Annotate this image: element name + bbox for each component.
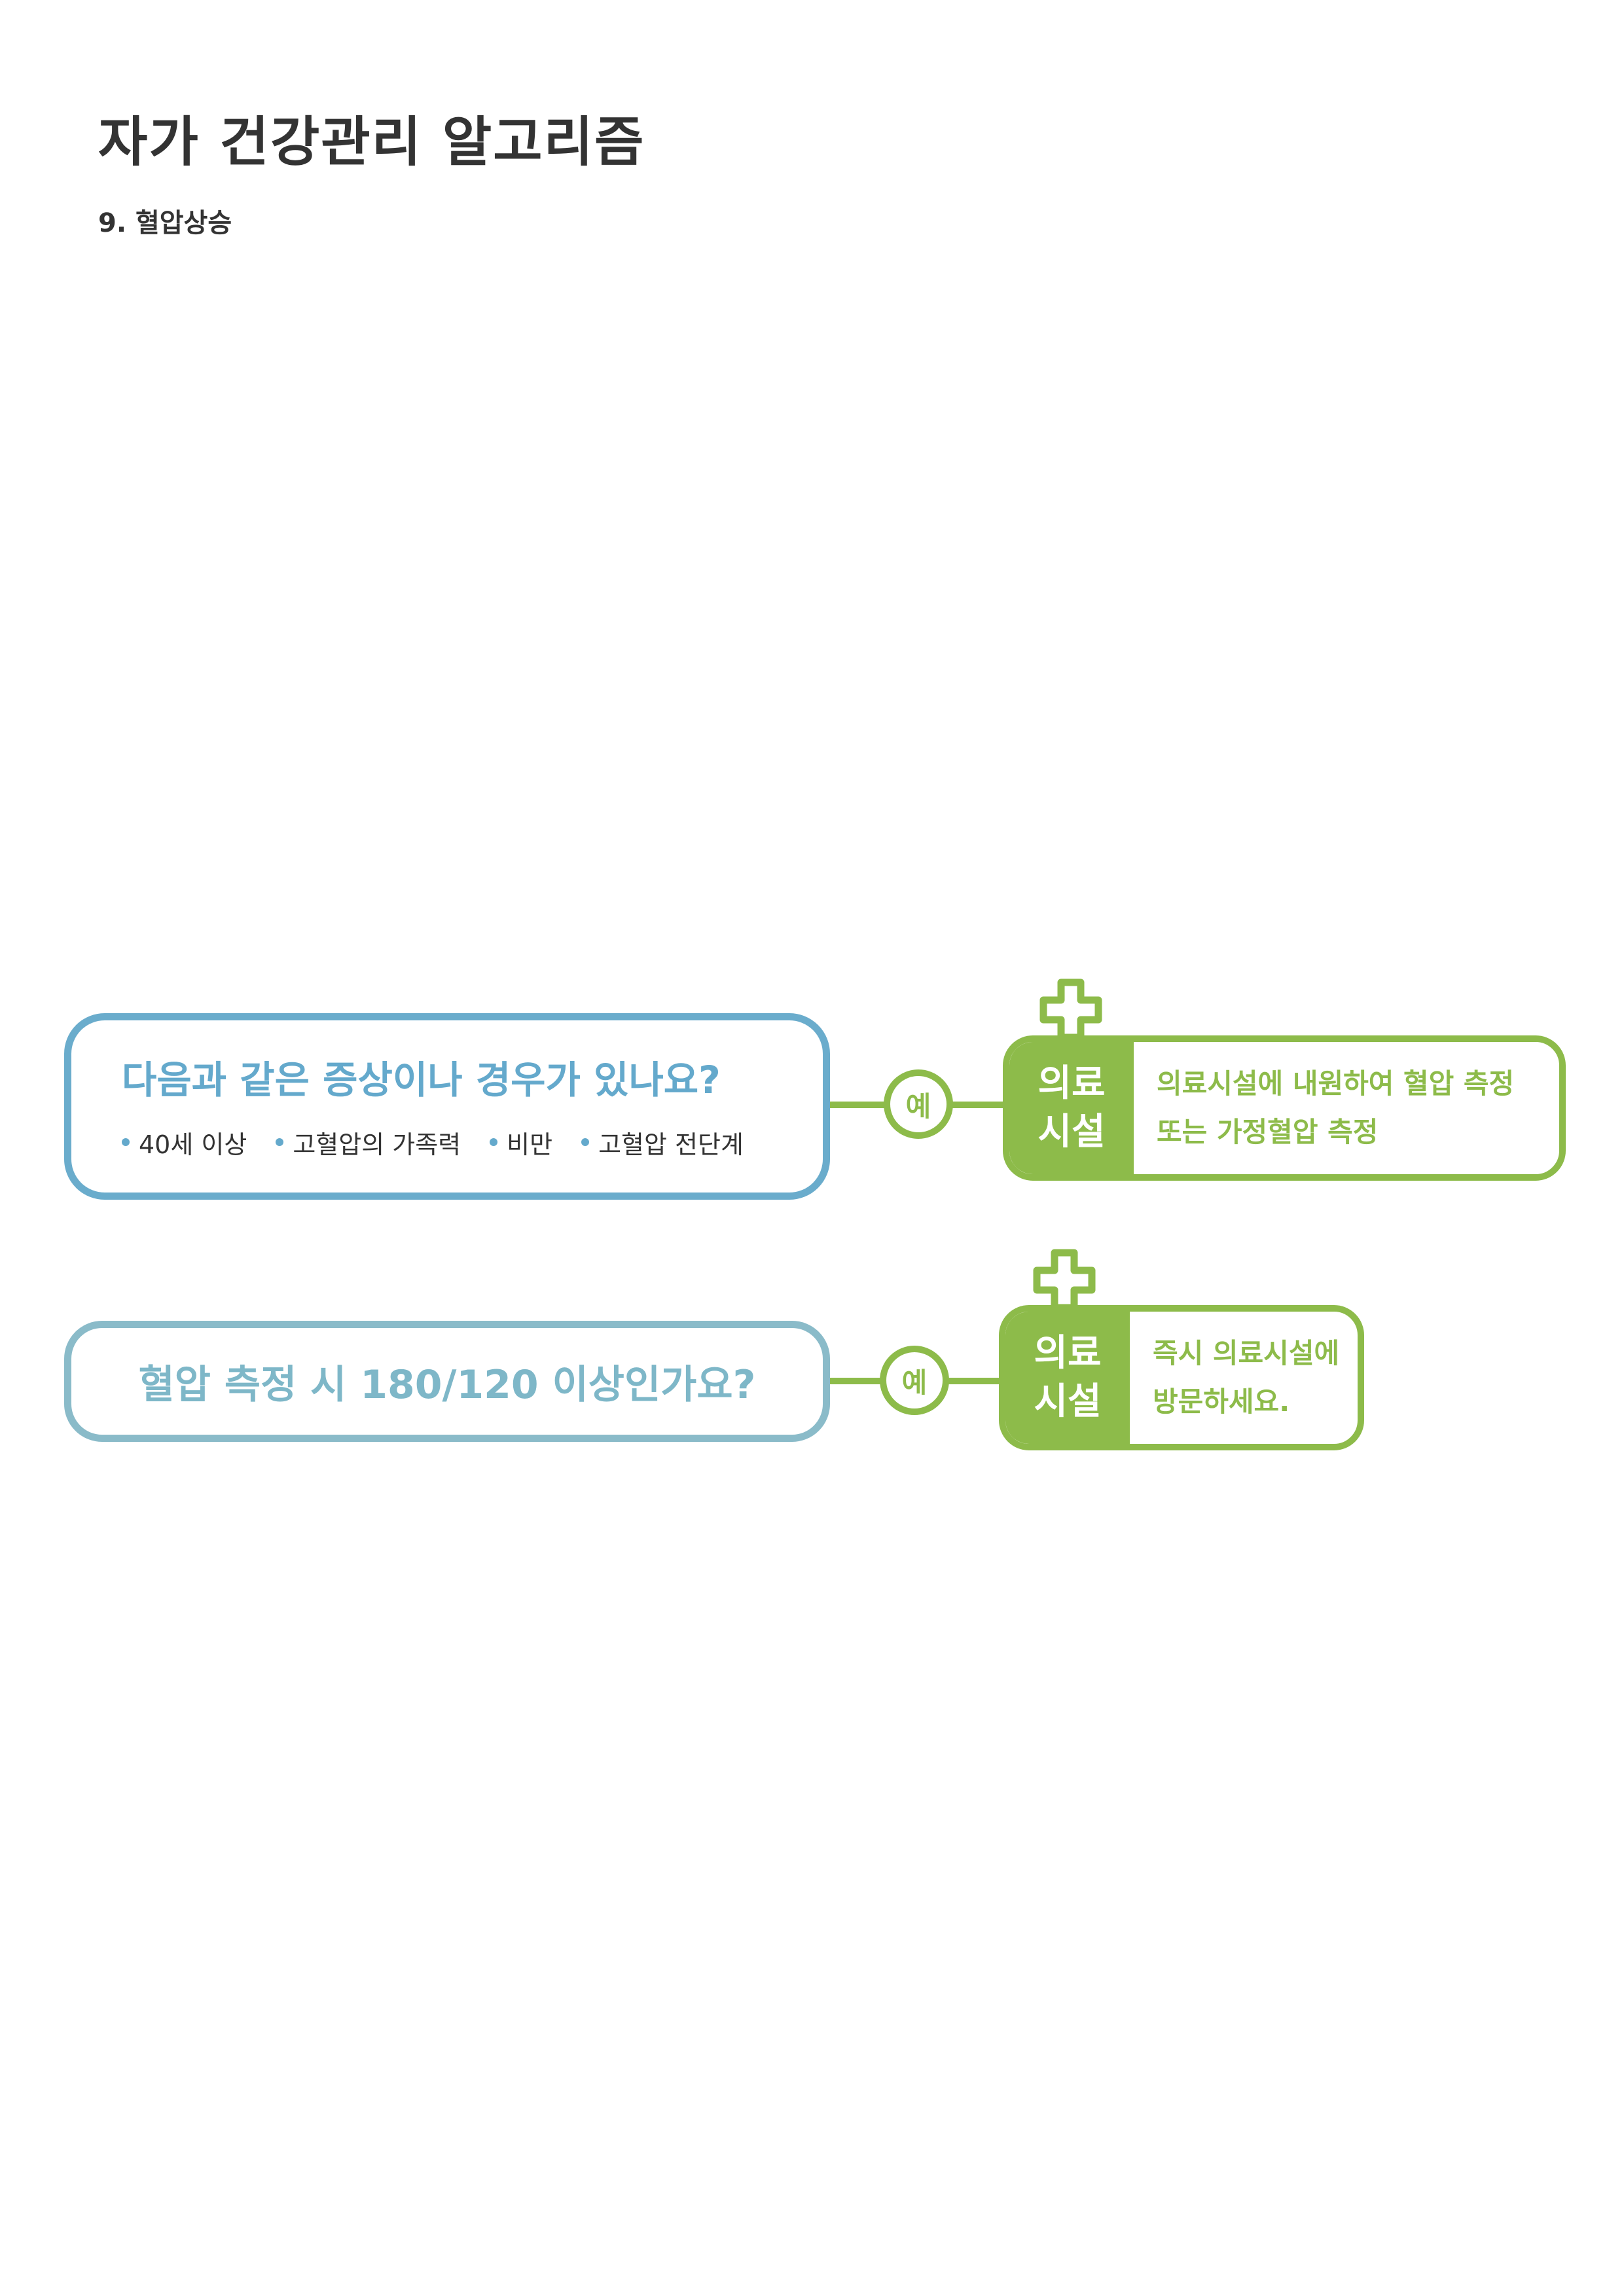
connector-line: [830, 1102, 889, 1108]
result-label-line: 의료: [1038, 1062, 1106, 1105]
question-box-1: [64, 1013, 830, 1200]
yes-label: 예: [901, 1366, 928, 1399]
result-text-line: 즉시 의료시설에: [1153, 1337, 1340, 1369]
result-label-line: 시설: [1034, 1380, 1102, 1423]
result-text-2: 즉시 의료시설에 방문하세요.: [1153, 1312, 1339, 1444]
result-label-line: 시설: [1038, 1111, 1106, 1153]
result-label-2: 의료 시설: [1005, 1312, 1130, 1444]
result-label-line: 의료: [1034, 1332, 1102, 1374]
bullet-dot-icon: [122, 1138, 130, 1146]
bullet-text: 고혈압 전단계: [598, 1130, 744, 1159]
result-text-line: 방문하세요.: [1153, 1386, 1290, 1418]
page-title: 자가 건강관리 알고리즘: [98, 111, 645, 173]
connector-line: [950, 1102, 1009, 1108]
connector-line: [830, 1378, 889, 1384]
bullet-dot-icon: [276, 1138, 284, 1146]
bullet-item: 비만: [490, 1124, 552, 1160]
yes-circle-1: 예: [884, 1069, 953, 1139]
bullet-text: 비만: [507, 1130, 553, 1159]
question-1-bullet-list: 40세 이상 고혈압의 가족력 비만 고혈압 전단계: [122, 1122, 744, 1162]
plus-icon: [1033, 1249, 1096, 1312]
bullet-text: 고혈압의 가족력: [293, 1130, 461, 1159]
result-text-1: 의료시설에 내원하여 혈압 측정 또는 가정혈압 측정: [1157, 1042, 1514, 1174]
result-label-1: 의료 시설: [1009, 1042, 1134, 1174]
yes-circle-2: 예: [880, 1346, 949, 1415]
bullet-dot-icon: [581, 1138, 590, 1146]
bullet-item: 고혈압의 가족력: [276, 1124, 461, 1160]
question-1-text: 다음과 같은 증상이나 경우가 있나요?: [122, 1058, 721, 1102]
result-text-line: 또는 가정혈압 측정: [1157, 1116, 1379, 1148]
result-box-1: 의료 시설 의료시설에 내원하여 혈압 측정 또는 가정혈압 측정: [1003, 1035, 1566, 1181]
result-box-2: 의료 시설 즉시 의료시설에 방문하세요.: [999, 1305, 1364, 1450]
bullet-item: 40세 이상: [122, 1124, 247, 1160]
bullet-text: 40세 이상: [139, 1130, 247, 1159]
result-text-line: 의료시설에 내원하여 혈압 측정: [1157, 1067, 1515, 1100]
question-box-2: [64, 1321, 830, 1442]
bullet-item: 고혈압 전단계: [581, 1124, 744, 1160]
plus-icon: [1039, 978, 1102, 1041]
page-subtitle: 9. 혈압상승: [98, 208, 232, 238]
yes-label: 예: [905, 1090, 931, 1122]
question-2-text: 혈압 측정 시 180/120 이상인가요?: [138, 1362, 756, 1408]
bullet-dot-icon: [490, 1138, 498, 1146]
connector-line: [947, 1378, 1005, 1384]
